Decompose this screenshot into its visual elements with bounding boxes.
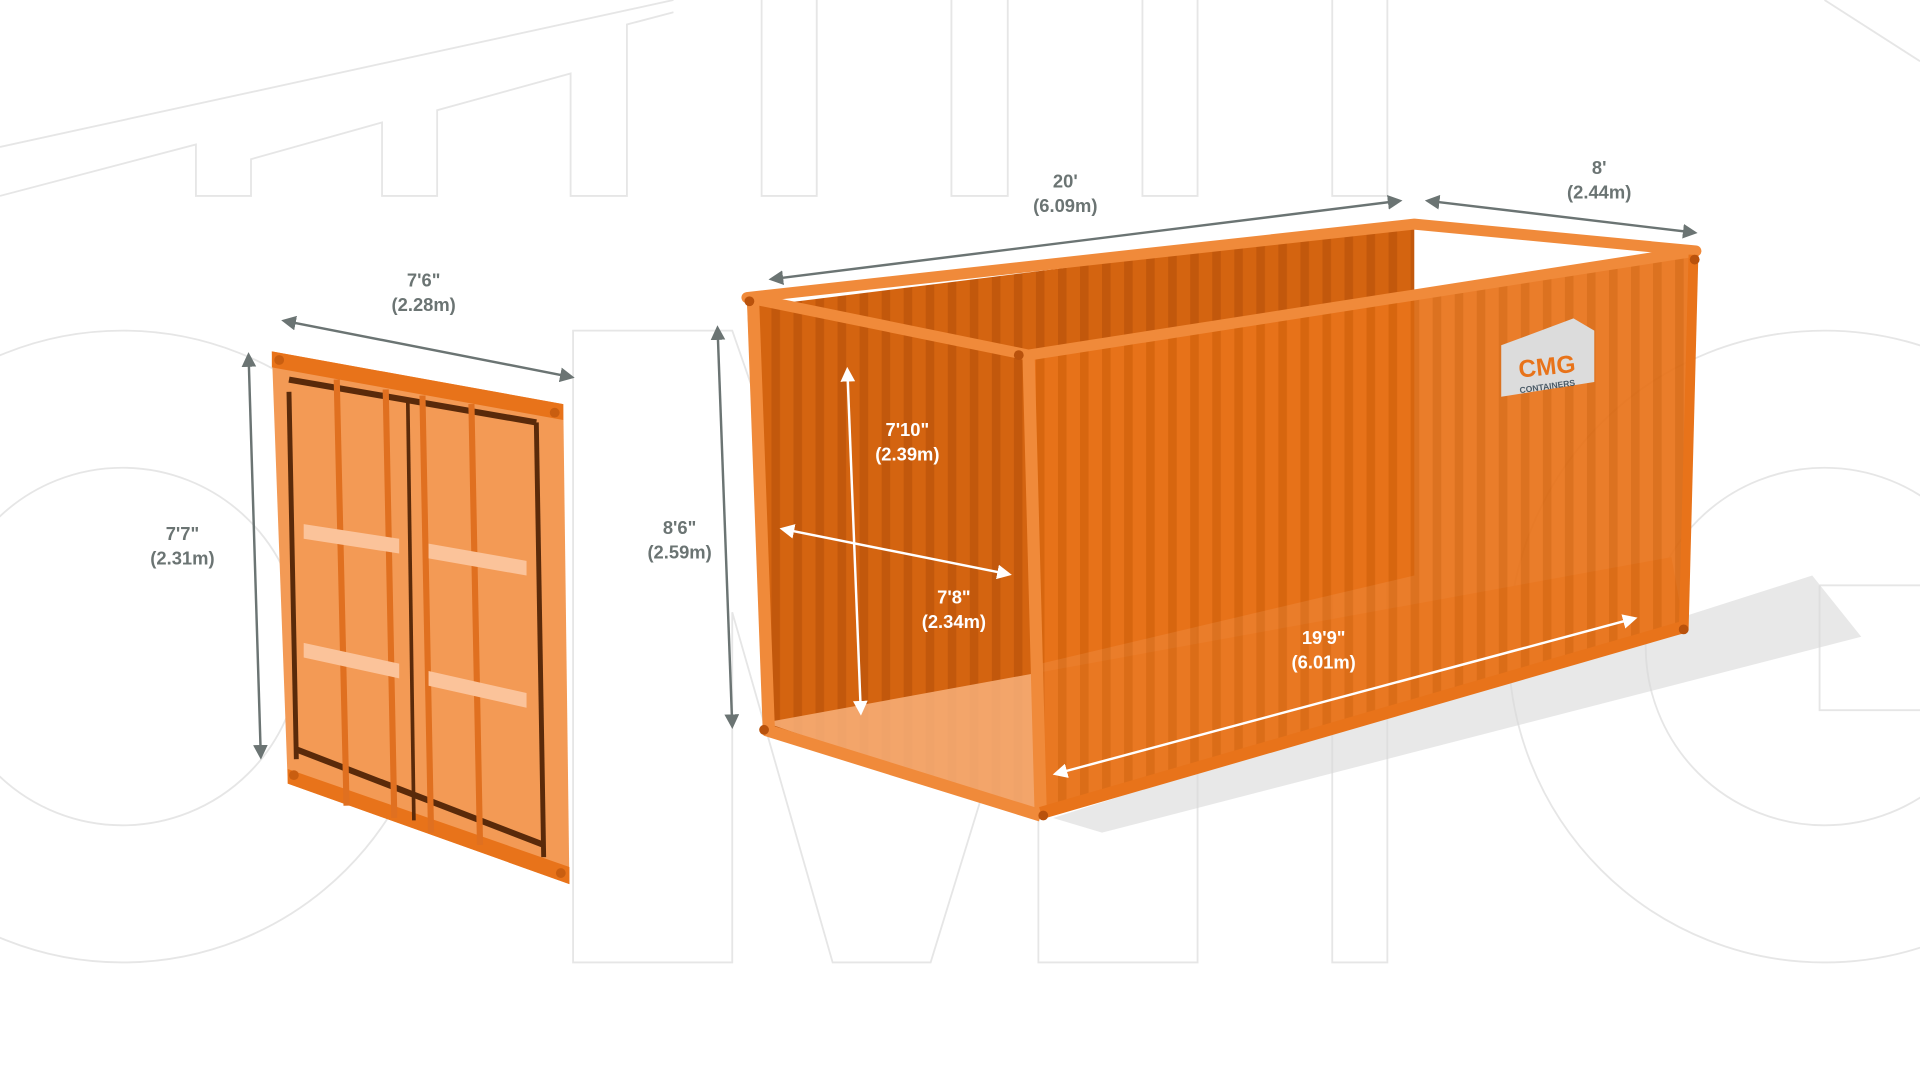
metric: (2.59m) xyxy=(647,541,711,562)
metric: (2.39m) xyxy=(875,443,939,464)
dimension-arrows xyxy=(241,194,1698,778)
arrow-exterior-width xyxy=(1424,194,1698,239)
metric: (2.44m) xyxy=(1567,181,1631,202)
imperial: 8'6" xyxy=(663,517,697,538)
imperial: 7'8" xyxy=(937,587,971,608)
imperial: 8' xyxy=(1592,157,1607,178)
imperial: 7'10" xyxy=(885,419,929,440)
metric: (6.09m) xyxy=(1033,195,1097,216)
imperial: 7'6" xyxy=(407,270,441,291)
label-exterior-length: 20' (6.09m) xyxy=(1033,170,1097,215)
imperial: 20' xyxy=(1053,170,1078,191)
label-exterior-height: 8'6" (2.59m) xyxy=(647,517,711,562)
metric: (6.01m) xyxy=(1292,652,1356,673)
container-door-panel xyxy=(271,351,570,885)
arrow-interior-length xyxy=(1052,614,1638,778)
arrow-exterior-length xyxy=(768,194,1403,286)
imperial: 19'9" xyxy=(1302,627,1346,648)
arrow-interior-width xyxy=(779,524,1012,580)
arrow-door-height xyxy=(241,352,268,760)
label-interior-height: 7'10" (2.39m) xyxy=(875,419,939,464)
cmg-containers-logo: CMG CONTAINERS xyxy=(1501,318,1595,397)
metric: (2.34m) xyxy=(922,611,986,632)
shipping-container-20ft: CMG CONTAINERS xyxy=(741,218,1862,833)
label-interior-width: 7'8" (2.34m) xyxy=(922,587,986,632)
label-door-width: 7'6" (2.28m) xyxy=(392,270,456,315)
logo-main-text: CMG xyxy=(1517,351,1577,384)
metric: (2.28m) xyxy=(392,294,456,315)
label-exterior-width: 8' (2.44m) xyxy=(1567,157,1631,202)
arrow-exterior-height xyxy=(710,325,740,730)
label-interior-length: 19'9" (6.01m) xyxy=(1292,627,1356,672)
imperial: 7'7" xyxy=(166,523,200,544)
metric: (2.31m) xyxy=(150,547,214,568)
arrow-door-width xyxy=(281,315,575,383)
label-door-height: 7'7" (2.31m) xyxy=(150,523,214,568)
